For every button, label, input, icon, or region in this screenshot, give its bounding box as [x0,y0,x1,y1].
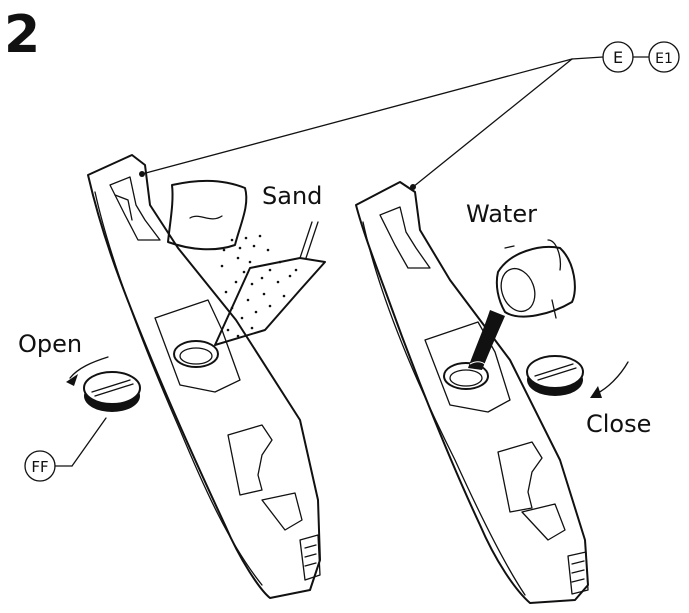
close-arrow [595,361,629,395]
sand-bag-illustration [167,179,326,346]
leader-line-left [141,58,573,175]
label-sand: Sand [262,182,322,210]
label-open: Open [18,330,82,358]
label-close: Close [586,410,651,438]
callout-e1-circle [648,41,680,73]
open-arrow [69,356,109,379]
leader-line-right [412,58,573,188]
cap-open [66,356,141,412]
water-stream [468,310,505,370]
cap-close [526,355,629,398]
callout-e1-label: E1 [655,51,673,67]
sand-particles [220,234,298,338]
water-jug-illustration [468,239,576,370]
base-right [355,181,589,604]
callout-ff-label: FF [31,458,48,476]
step-number: 2 [4,5,40,65]
fill-hole-right [443,362,489,390]
base-left [87,154,321,599]
fill-hole-left [173,340,219,368]
callout-e-label: E [613,48,623,67]
callout-ff: FF [24,417,107,482]
callout-e-e1: E E1 [139,41,680,190]
label-water: Water [466,200,537,228]
